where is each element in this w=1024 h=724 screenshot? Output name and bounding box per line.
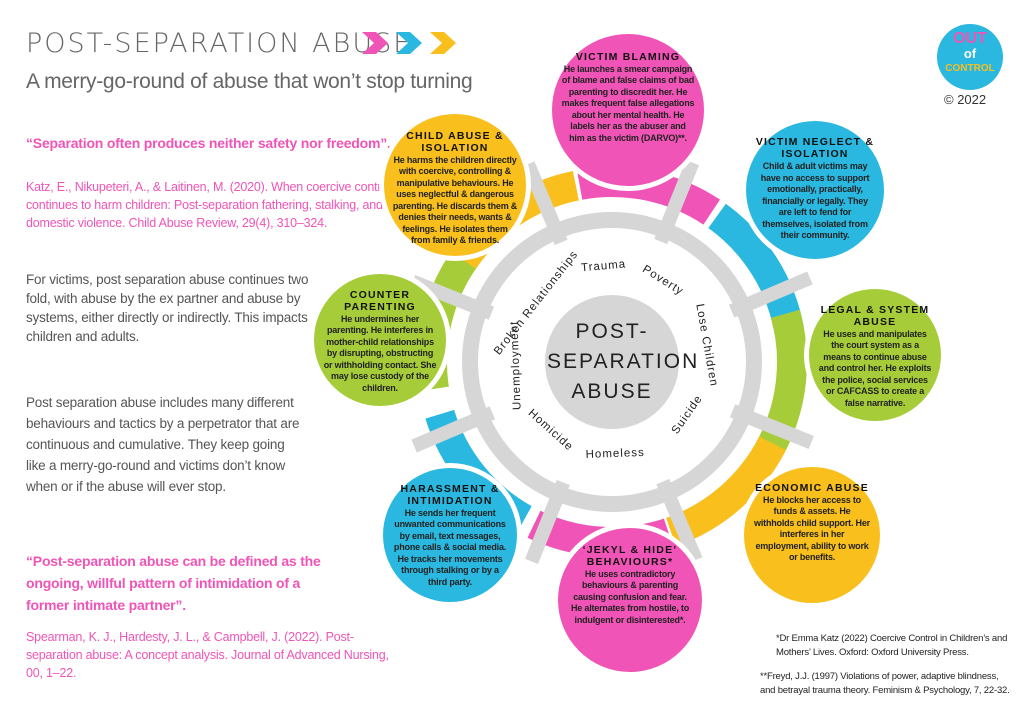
hub-line-3: ABUSE: [571, 380, 653, 403]
quote-spearman: “Post-separation abuse can be defined as…: [26, 553, 321, 613]
footnote-freyd: **Freyd, J.J. (1997) Violations of power…: [760, 671, 1010, 696]
bubble-body: Child & adult victims may have no access…: [760, 161, 870, 241]
bubble-circle: [746, 121, 884, 259]
bubble-title: ‘JEKYL & HIDE’ BEHAVIOURS*: [582, 543, 678, 568]
bubble-body: He undermines her parenting. He interfer…: [323, 313, 437, 393]
bubble-title: ECONOMIC ABUSE: [755, 481, 869, 494]
outer-gray-ring: [462, 212, 762, 512]
hub-line-2: SEPARATION: [547, 350, 700, 373]
page-subtitle: A merry-go-round of abuse that won’t sto…: [26, 70, 473, 93]
bubble-body: He uses and manipulates the court system…: [818, 328, 932, 408]
bubble-body: He launches a smear campaign of blame an…: [561, 63, 695, 143]
bubble-title: VICTIM BLAMING: [575, 50, 681, 63]
bubble-circle: [552, 34, 704, 186]
spoke: [411, 406, 496, 453]
bubble-title: VICTIM NEGLECT & ISOLATION: [755, 136, 875, 161]
spoke: [521, 161, 568, 246]
spoke: [729, 404, 814, 450]
citation-katz: Katz, E., Nikupeteri, A., & Laitinen, M.…: [26, 180, 391, 230]
paragraph-merry-go-round: Post separation abuse includes many diff…: [26, 395, 300, 494]
spoke: [656, 478, 703, 563]
copyright: © 2022: [944, 92, 987, 107]
hub-circle: [545, 295, 679, 429]
logo: OUT of CONTROL: [937, 24, 1003, 90]
bubble-circle: [314, 274, 446, 406]
footnote-katz: *Dr Emma Katz (2022) Coercive Control in…: [776, 633, 1008, 658]
bubble-body: He harms the children directly with coer…: [392, 154, 518, 246]
bubble-title: CHILD ABUSE & ISOLATION: [406, 129, 504, 154]
spoke: [524, 479, 570, 564]
page-title: POST-SEPARATION ABUSE: [26, 28, 413, 59]
bubble-body: He uses contradictory behaviours & paren…: [570, 568, 690, 625]
bubble-circle: [558, 528, 702, 672]
bubble-circle: [809, 289, 941, 421]
bubble-title: LEGAL & SYSTEM ABUSE: [820, 303, 930, 328]
spoke: [654, 160, 700, 245]
bubble-title: COUNTER PARENTING: [344, 288, 416, 313]
hub-line-1: POST-: [575, 320, 649, 343]
bubble-circle: [383, 468, 517, 602]
bubble-title: HARASSMENT & INTIMIDATION: [400, 482, 500, 507]
bubble-body: He sends her frequent unwanted communica…: [393, 507, 507, 587]
logo-of: of: [963, 46, 977, 61]
citation-spearman: Spearman, K. J., Hardesty, J. L., & Camp…: [26, 630, 389, 680]
hub-label: POST- SEPARATION ABUSE: [547, 297, 700, 427]
logo-out: OUT: [953, 30, 987, 47]
bubble-4: ‘JEKYL & HIDE’ BEHAVIOURS*He uses contra…: [567, 544, 693, 627]
bubble-circle: [384, 114, 526, 256]
logo-control: CONTROL: [945, 63, 995, 74]
ring-word: Homeless: [585, 446, 645, 461]
bubble-circle: [744, 467, 880, 603]
quote-katz: “Separation often produces neither safet…: [26, 135, 391, 151]
spoke: [728, 271, 813, 318]
paragraph-two-fold: For victims, post separation abuse conti…: [26, 272, 309, 344]
bubble-body: He blocks her access to funds & assets. …: [754, 494, 870, 563]
